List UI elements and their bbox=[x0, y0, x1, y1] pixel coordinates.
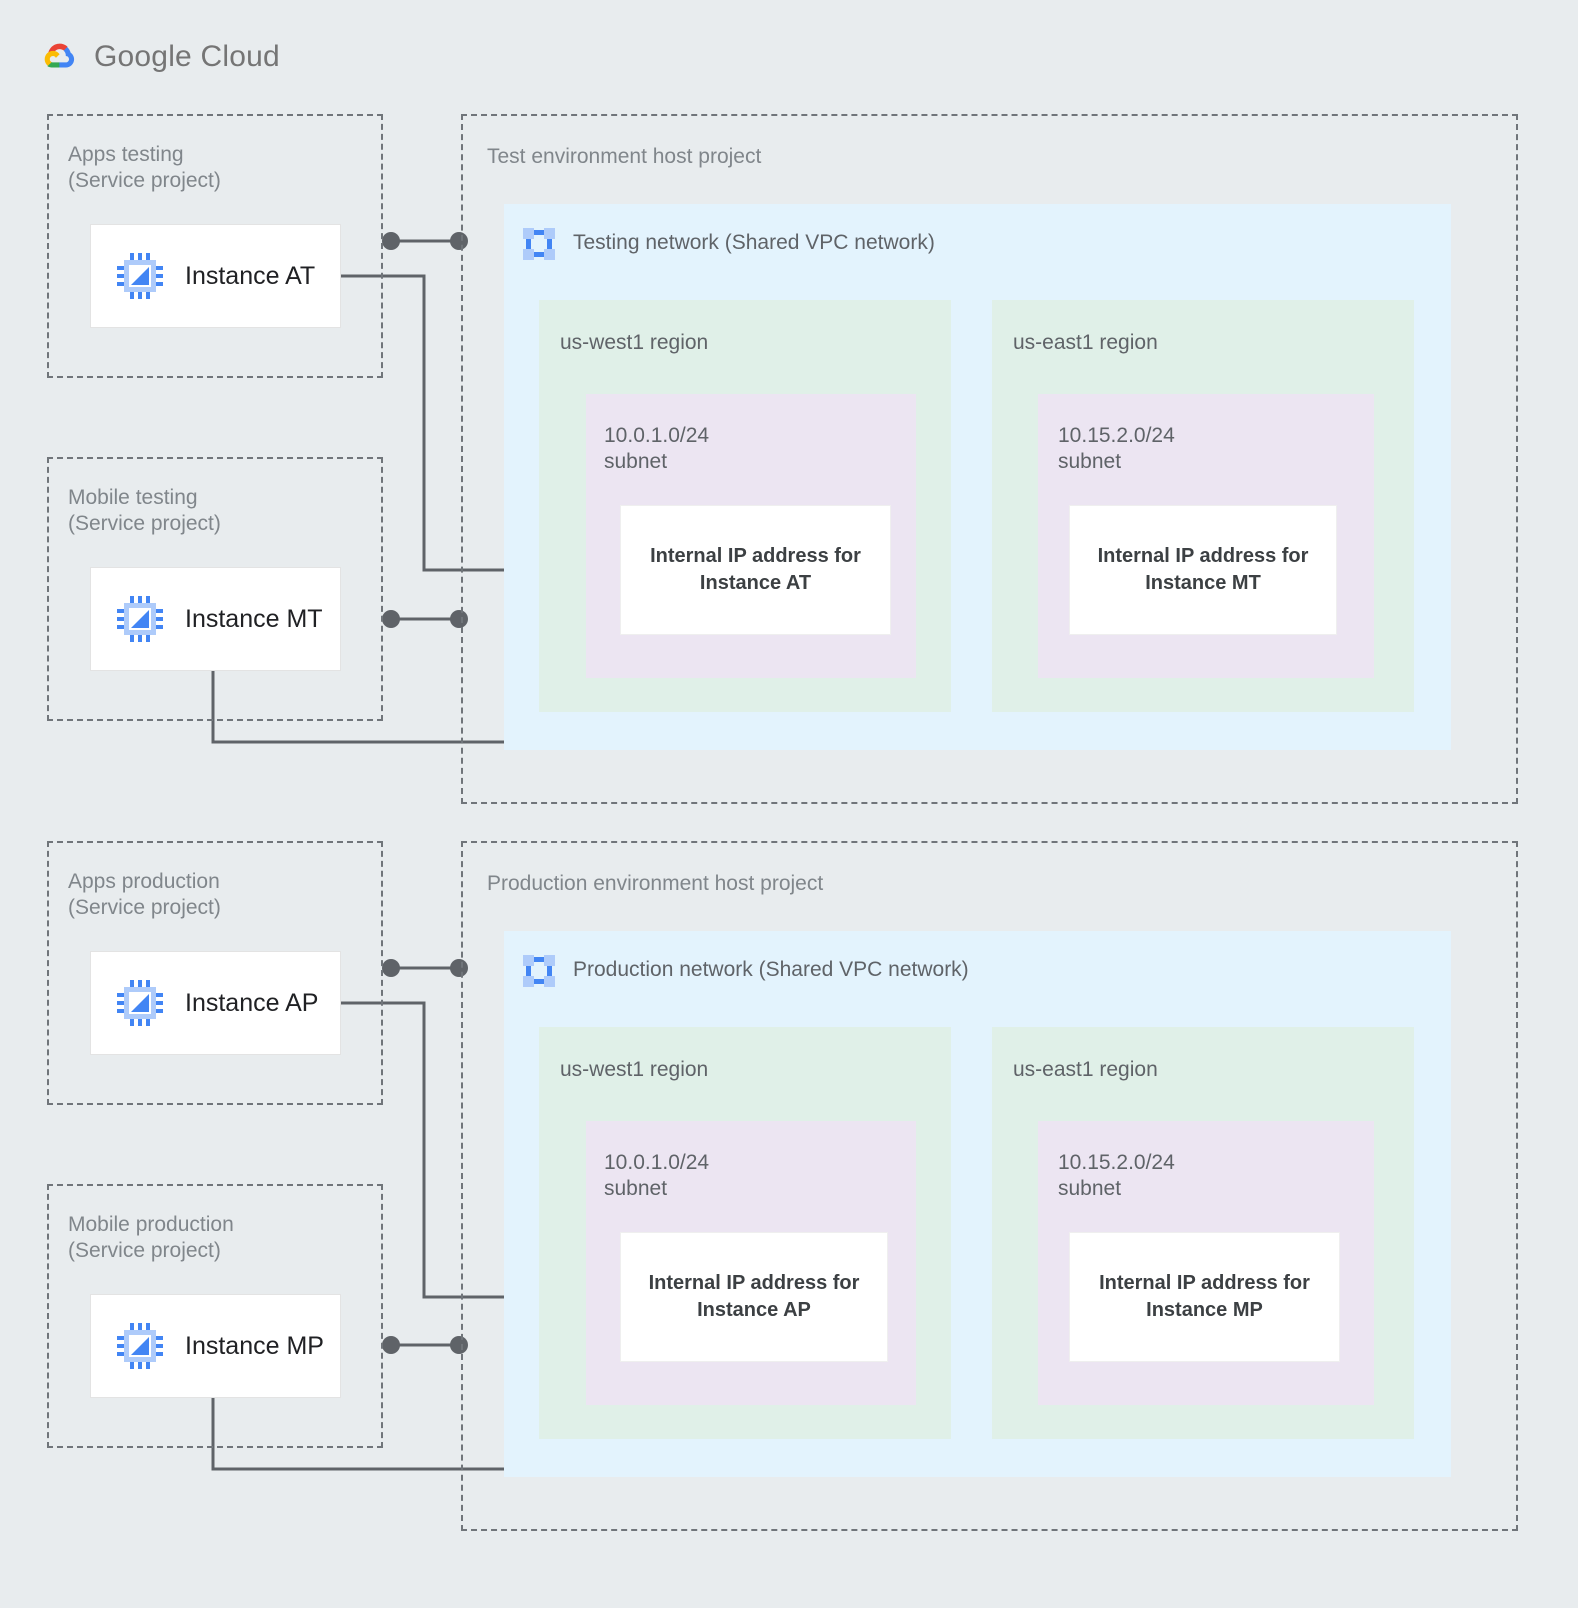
region-label: us-east1 region bbox=[1013, 1058, 1158, 1081]
instance-label: Instance MP bbox=[185, 1331, 324, 1360]
instance-label: Instance AT bbox=[185, 261, 316, 290]
network-header-production: Production network (Shared VPC network) bbox=[521, 953, 969, 987]
internal-ip-label: Internal IP address for Instance AP bbox=[648, 1272, 860, 1321]
service-project-mobile-testing: Mobile testing (Service project) bbox=[47, 457, 383, 721]
instance-card-ap[interactable]: Instance AP bbox=[90, 951, 341, 1055]
service-project-label: Mobile production (Service project) bbox=[68, 1213, 234, 1262]
instance-card-mp[interactable]: Instance MP bbox=[90, 1294, 341, 1398]
compute-instance-icon bbox=[117, 253, 163, 299]
vpc-network-icon bbox=[521, 226, 555, 260]
network-label: Production network (Shared VPC network) bbox=[573, 958, 969, 981]
google-cloud-wordmark: Google Cloud bbox=[94, 40, 280, 73]
host-project-label: Production environment host project bbox=[487, 872, 824, 895]
service-project-label: Apps production (Service project) bbox=[68, 870, 221, 919]
vpc-network-icon bbox=[521, 953, 555, 987]
region-label: us-west1 region bbox=[560, 331, 709, 354]
network-label: Testing network (Shared VPC network) bbox=[573, 231, 935, 254]
service-project-label: Mobile testing (Service project) bbox=[68, 486, 221, 535]
compute-instance-icon bbox=[117, 596, 163, 642]
instance-label: Instance AP bbox=[185, 988, 319, 1017]
host-project-production: Production environment host project bbox=[461, 841, 1518, 1531]
subnet-label: 10.0.1.0/24 subnet bbox=[604, 424, 710, 473]
network-header-testing: Testing network (Shared VPC network) bbox=[521, 226, 935, 260]
service-project-mobile-production: Mobile production (Service project) bbox=[47, 1184, 383, 1448]
region-label: us-east1 region bbox=[1013, 331, 1158, 354]
internal-ip-label: Internal IP address for Instance AT bbox=[650, 545, 861, 594]
subnet-label: 10.0.1.0/24 subnet bbox=[604, 1151, 710, 1200]
internal-ip-card-ap: Internal IP address for Instance AP bbox=[620, 1232, 888, 1362]
compute-instance-icon bbox=[117, 1323, 163, 1369]
internal-ip-label: Internal IP address for Instance MT bbox=[1097, 545, 1309, 594]
instance-label: Instance MT bbox=[185, 604, 323, 633]
internal-ip-label: Internal IP address for Instance MP bbox=[1099, 1272, 1310, 1321]
subnet-label: 10.15.2.0/24 subnet bbox=[1058, 1151, 1175, 1200]
subnet-label: 10.15.2.0/24 subnet bbox=[1058, 424, 1175, 473]
region-label: us-west1 region bbox=[560, 1058, 709, 1081]
google-cloud-logo: Google Cloud bbox=[36, 34, 280, 80]
google-cloud-logo-icon bbox=[36, 34, 82, 80]
internal-ip-card-at: Internal IP address for Instance AT bbox=[620, 505, 891, 635]
service-project-apps-production: Apps production (Service project) bbox=[47, 841, 383, 1105]
instance-card-at[interactable]: Instance AT bbox=[90, 224, 341, 328]
host-project-test: Test environment host project bbox=[461, 114, 1518, 804]
compute-instance-icon bbox=[117, 980, 163, 1026]
internal-ip-card-mp: Internal IP address for Instance MP bbox=[1069, 1232, 1340, 1362]
service-project-apps-testing: Apps testing (Service project) bbox=[47, 114, 383, 378]
host-project-label: Test environment host project bbox=[487, 145, 762, 168]
internal-ip-card-mt: Internal IP address for Instance MT bbox=[1069, 505, 1337, 635]
service-project-label: Apps testing (Service project) bbox=[68, 143, 221, 192]
instance-card-mt[interactable]: Instance MT bbox=[90, 567, 341, 671]
